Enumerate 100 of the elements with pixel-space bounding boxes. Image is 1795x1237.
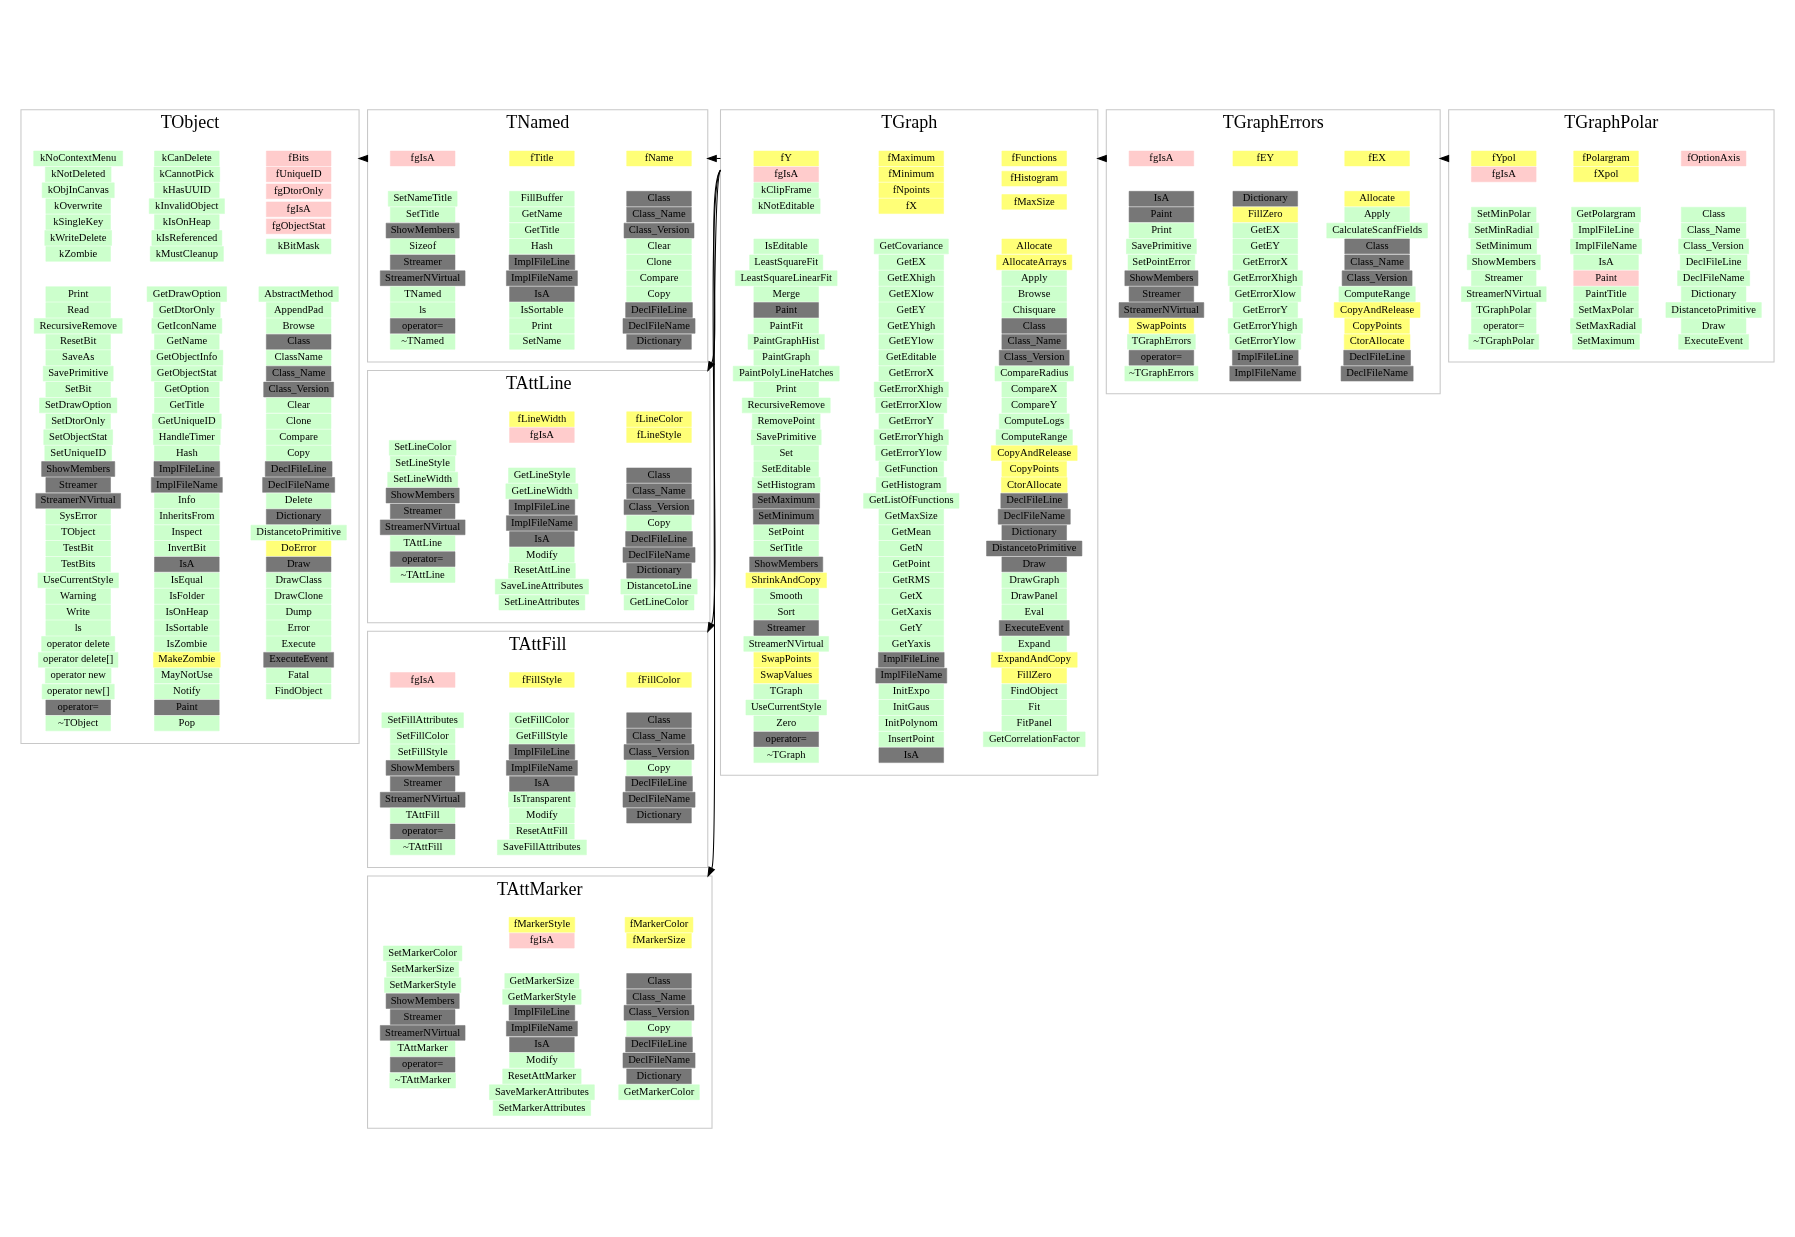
node-box: GetEditable bbox=[878, 349, 944, 365]
node-box: Sort bbox=[753, 603, 819, 620]
node-box: Copy bbox=[626, 1020, 692, 1036]
node-box: Dictionary bbox=[626, 1068, 692, 1084]
node-box: SetName bbox=[509, 333, 575, 350]
node-box: SysError bbox=[45, 508, 111, 524]
node-box: InsertPoint bbox=[878, 731, 944, 747]
node-box: GetEY bbox=[1232, 238, 1298, 254]
node-box: SaveMarkerAttributes bbox=[489, 1084, 595, 1100]
node-box: GetN bbox=[878, 540, 944, 556]
node-box: fgIsA bbox=[509, 426, 575, 443]
node-box: DeclFileLine bbox=[1000, 492, 1068, 508]
node-box: Class_Name bbox=[626, 483, 692, 499]
node-box: ls bbox=[45, 619, 111, 636]
node-box: Print bbox=[45, 285, 111, 302]
node-box: Clear bbox=[266, 397, 332, 413]
node-box: DeclFileLine bbox=[1343, 349, 1411, 365]
node-box: fMarkerSize bbox=[626, 932, 692, 948]
node-box: Modify bbox=[509, 1052, 575, 1068]
node-box: GetCovariance bbox=[873, 238, 949, 254]
node-box: fFillStyle bbox=[509, 671, 575, 688]
node-box: fUniqueID bbox=[266, 166, 332, 182]
node-box: GetErrorX bbox=[1232, 254, 1298, 270]
node-box: ~TGraphPolar bbox=[1468, 333, 1539, 350]
node-box: operator= bbox=[390, 317, 456, 334]
node-box: fLineColor bbox=[626, 411, 692, 427]
node-box: StreamerNVirtual bbox=[743, 635, 829, 652]
node-box: Apply bbox=[1001, 270, 1067, 286]
node-box: Clone bbox=[626, 254, 692, 270]
node-box: kCanDelete bbox=[154, 150, 220, 166]
node-box: IsA bbox=[1573, 254, 1639, 270]
node-box: Pop bbox=[154, 715, 220, 731]
node-box: TAttMarker bbox=[390, 1040, 456, 1056]
node-box: fName bbox=[626, 150, 692, 166]
node-box: Class_Name bbox=[1001, 333, 1067, 350]
node-box: SetTitle bbox=[753, 540, 819, 556]
node-box: GetEXhigh bbox=[878, 270, 944, 286]
node-box: GetMaxSize bbox=[878, 508, 944, 524]
node-box: RemovePoint bbox=[752, 413, 821, 429]
node-box: Streamer bbox=[390, 775, 456, 791]
node-box: Error bbox=[266, 619, 332, 636]
node-box: Streamer bbox=[1471, 270, 1537, 286]
node-box: ImplFileLine bbox=[153, 460, 220, 477]
node-box: DeclFileLine bbox=[1679, 254, 1748, 270]
node-box: SetPoint bbox=[753, 524, 819, 540]
node-box: DeclFileName bbox=[262, 476, 335, 493]
node-box: Dictionary bbox=[626, 562, 692, 578]
node-box: Dump bbox=[266, 603, 332, 620]
node-box: SetMinPolar bbox=[1471, 206, 1537, 222]
node-box: Class_Name bbox=[266, 365, 332, 381]
node-box: DrawGraph bbox=[1001, 572, 1067, 588]
node-box: GetRMS bbox=[878, 572, 944, 588]
node-box: CompareRadius bbox=[994, 365, 1074, 381]
node-box: SetUniqueID bbox=[44, 444, 112, 461]
node-box: DeclFileLine bbox=[265, 460, 333, 477]
node-box: Compare bbox=[266, 429, 332, 445]
node-box: Class bbox=[626, 972, 692, 989]
node-box: fLineStyle bbox=[626, 426, 692, 443]
node-box: fLineWidth bbox=[509, 411, 575, 427]
node-box: Allocate bbox=[1344, 190, 1410, 206]
node-box: kBitMask bbox=[266, 238, 332, 254]
node-box: GetErrorX bbox=[878, 365, 944, 381]
node-box: GetErrorXlow bbox=[875, 397, 948, 413]
node-box: GetErrorXhigh bbox=[873, 381, 949, 397]
node-box: CtorAllocate bbox=[1001, 476, 1068, 493]
node-box: operator new[] bbox=[41, 683, 115, 699]
node-box: CalculateScanfFields bbox=[1326, 222, 1428, 238]
node-box: GetEXlow bbox=[878, 285, 944, 302]
node-box: fgIsA bbox=[390, 150, 456, 166]
node-box: IsFolder bbox=[154, 588, 220, 604]
node-box: TGraph bbox=[753, 683, 819, 699]
node-box: Modify bbox=[509, 546, 575, 563]
node-box: IsEqual bbox=[154, 572, 220, 588]
node-box: DeclFileLine bbox=[625, 1036, 693, 1052]
node-box: DeclFileLine bbox=[625, 301, 693, 318]
node-box: Set bbox=[753, 444, 819, 461]
node-box: IsA bbox=[878, 747, 944, 763]
node-box: DoError bbox=[266, 540, 332, 556]
node-box: SetMaxPolar bbox=[1573, 301, 1639, 318]
node-box: FindObject bbox=[266, 683, 332, 699]
node-box: Notify bbox=[154, 683, 220, 699]
node-box: HandleTimer bbox=[153, 429, 221, 445]
node-box: DrawClone bbox=[266, 588, 332, 604]
arrow bbox=[707, 169, 722, 372]
node-box: kNotDeleted bbox=[45, 166, 112, 182]
node-box: kInvalidObject bbox=[148, 198, 225, 214]
node-box: GetErrorXhigh bbox=[1227, 270, 1303, 286]
node-box: ExecuteEvent bbox=[1678, 333, 1749, 350]
node-box: IsA bbox=[509, 1036, 575, 1052]
node-box: Allocate bbox=[1001, 238, 1067, 254]
node-box: SetMaximum bbox=[1572, 333, 1640, 350]
node-box: GetMarkerSize bbox=[504, 972, 580, 989]
node-box: Copy bbox=[626, 285, 692, 302]
node-box: DistancetoPrimitive bbox=[986, 540, 1083, 556]
node-box: Class_Version bbox=[623, 499, 695, 515]
node-box: ImplFileName bbox=[151, 476, 223, 493]
node-box: Paint bbox=[753, 301, 819, 318]
node-box: operator= bbox=[1471, 317, 1537, 334]
node-box: TNamed bbox=[390, 285, 456, 302]
node-box: TestBit bbox=[45, 540, 111, 556]
